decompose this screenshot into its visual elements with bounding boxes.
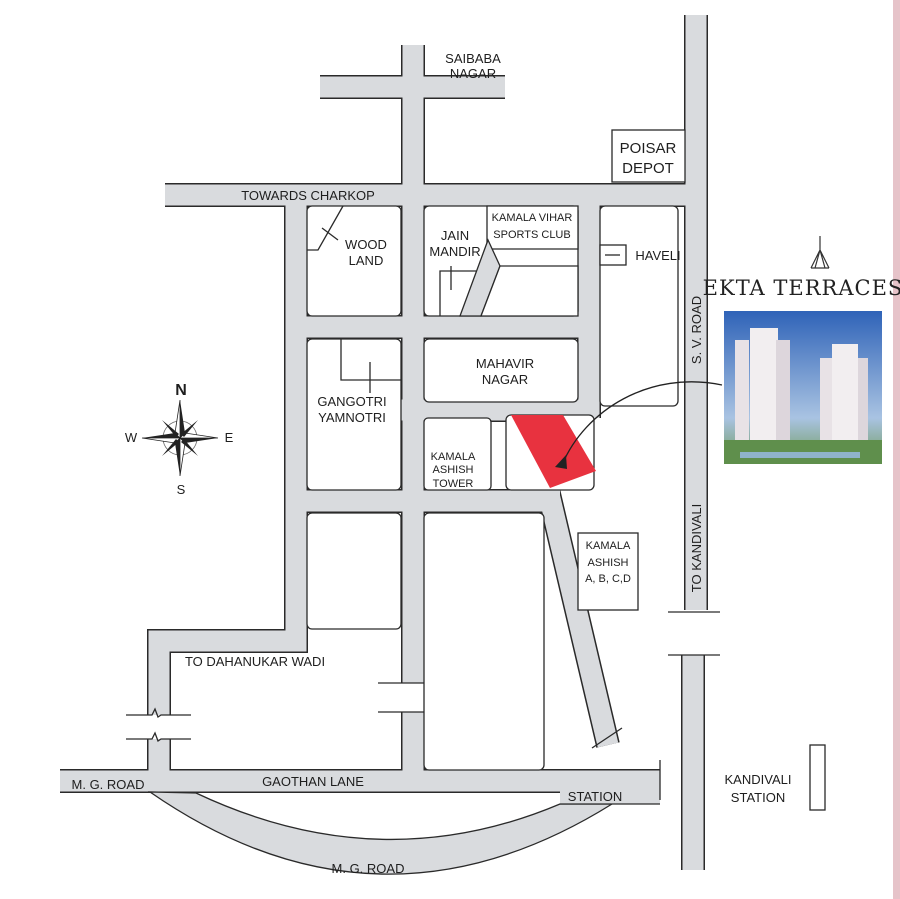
- label-sv-road: S. V. ROAD: [689, 296, 704, 364]
- station-road-fill: [560, 790, 660, 804]
- label-mg-road-bottom: M. G. ROAD: [332, 861, 405, 876]
- label-kat: KAMALA: [431, 451, 476, 463]
- compass-w: W: [125, 430, 138, 445]
- logo-text: EKTA TERRACES: [703, 276, 900, 300]
- label-kamala-vihar-2: SPORTS CLUB: [493, 229, 570, 241]
- block-south: [423, 512, 545, 771]
- label-saibaba: SAIBABA: [445, 51, 501, 66]
- road-break-left: [140, 715, 180, 739]
- ekta-terraces-site[interactable]: [511, 415, 596, 488]
- label-station: STATION: [568, 789, 622, 804]
- label-towards-charkop: TOWARDS CHARKOP: [241, 188, 375, 203]
- label-ka-2: ASHISH: [588, 557, 629, 569]
- block-mahavir-nagar: [423, 338, 579, 403]
- label-wood: WOOD: [345, 237, 387, 252]
- label-dahanukar: TO DAHANUKAR WADI: [185, 654, 325, 669]
- road-break-sv: [678, 612, 714, 654]
- label-kandivali: KANDIVALI: [725, 772, 792, 787]
- arrowhead-icon: [555, 455, 567, 469]
- label-to-kandivali: TO KANDIVALI: [689, 504, 704, 592]
- label-kamala-vihar: KAMALA VIHAR: [492, 212, 573, 224]
- label-ka-3: A, B, C,D: [585, 573, 631, 585]
- label-gaothan: GAOTHAN LANE: [262, 774, 364, 789]
- road-break-left-marks: [126, 707, 191, 742]
- block-wood-land: [306, 205, 402, 317]
- block-haveli: [599, 205, 679, 407]
- block-kamala-vihar: [486, 205, 579, 250]
- ekta-terraces-logo: EKTA TERRACES: [703, 236, 900, 300]
- road-break-sv-marks: [668, 611, 720, 656]
- block-kamala-ashish-abcd: [577, 532, 639, 611]
- road-break-diagonal: [591, 727, 623, 749]
- label-kat-2: ASHISH: [433, 464, 474, 476]
- compass-e: E: [225, 430, 234, 445]
- block-east-of-lane: [480, 265, 579, 317]
- block-kamala-ashish-tower: [423, 417, 492, 491]
- block-south-west: [306, 512, 402, 630]
- label-ka: KAMALA: [586, 540, 631, 552]
- compass-s: S: [177, 482, 186, 497]
- compass-n: N: [175, 382, 187, 399]
- map-labels: SAIBABA NAGAR POISAR DEPOT TOWARDS CHARK…: [72, 51, 792, 876]
- label-poisar-2: DEPOT: [622, 160, 674, 177]
- page-edge-strip: [893, 0, 900, 899]
- kandivali-station-platform: [809, 744, 826, 811]
- label-gangotri: GANGOTRI: [317, 394, 386, 409]
- label-haveli: HAVELI: [635, 248, 680, 263]
- logo-dome-icon: [810, 236, 830, 269]
- label-kandivali-2: STATION: [731, 790, 785, 805]
- site-pointer-arrow: [561, 381, 723, 466]
- project-photo: [724, 311, 882, 464]
- label-saibaba-2: NAGAR: [450, 66, 496, 81]
- label-poisar: POISAR: [620, 140, 677, 157]
- label-wood-2: LAND: [349, 253, 384, 268]
- wood-land-arrow: [307, 205, 344, 251]
- label-jain: JAIN: [441, 228, 469, 243]
- jain-mandir-plot: [439, 266, 476, 316]
- label-kat-3: TOWER: [433, 478, 474, 490]
- compass-rose-icon: [141, 399, 219, 477]
- gangotri-arrow: [340, 339, 401, 393]
- label-mahavir: MAHAVIR: [476, 356, 534, 371]
- poisar-depot-box: [611, 129, 686, 183]
- label-jain-2: MANDIR: [429, 244, 480, 259]
- label-gangotri-2: YAMNOTRI: [318, 410, 386, 425]
- charkop-label-bg: [246, 189, 371, 202]
- block-gangotri: [306, 338, 402, 491]
- label-mg-road-left: M. G. ROAD: [72, 777, 145, 792]
- city-blocks: [306, 129, 826, 811]
- label-mahavir-2: NAGAR: [482, 372, 528, 387]
